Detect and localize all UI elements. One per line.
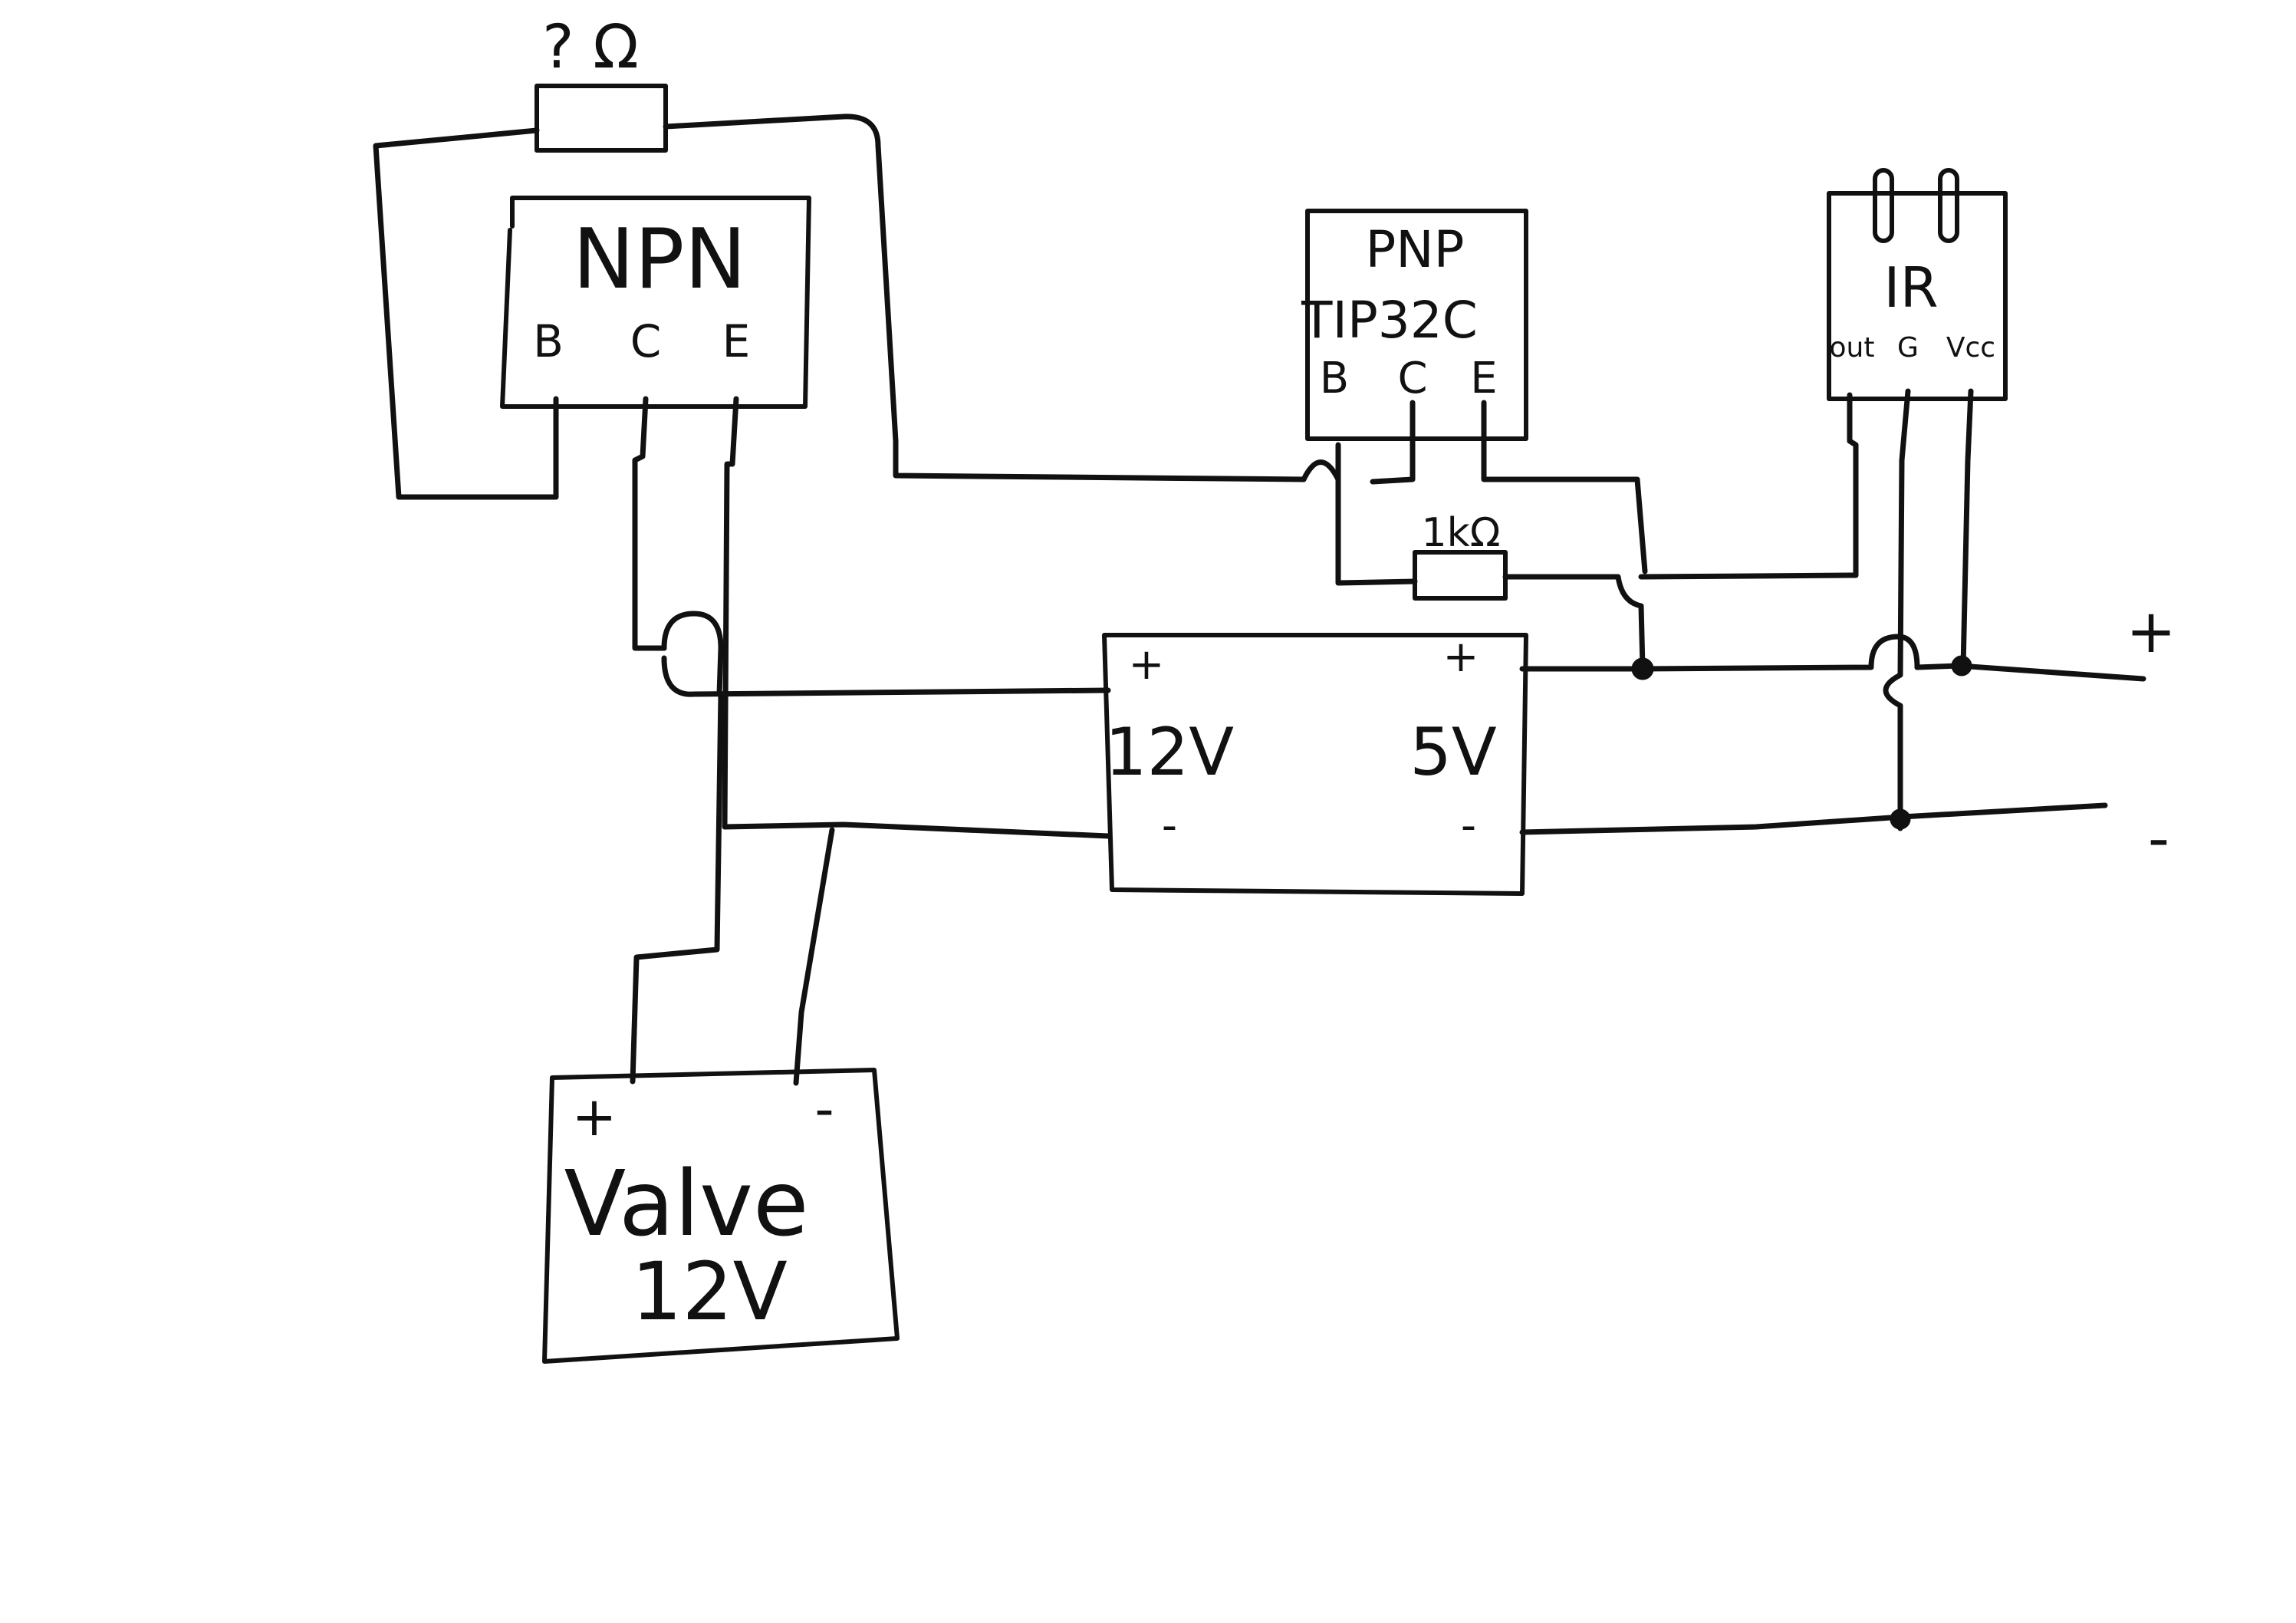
- resistor-unknown: ? Ω: [535, 13, 668, 153]
- npn-pin-e: E: [722, 315, 751, 367]
- pnp-pin-c: C: [1397, 354, 1427, 403]
- valve-minus: -: [814, 1078, 834, 1141]
- valve-label: Valve: [564, 1151, 808, 1256]
- converter-out-plus: +: [1443, 632, 1479, 682]
- ir-lens-left: [1873, 168, 1894, 243]
- npn-label: NPN: [573, 212, 747, 308]
- junction-ir-vcc: [1951, 655, 1972, 677]
- resistor-base-label: 1kΩ: [1422, 510, 1501, 556]
- pnp-label: PNP: [1366, 220, 1465, 279]
- valve-voltage: 12V: [631, 1245, 787, 1338]
- pnp-transistor: PNP TIP32C B C E: [1301, 209, 1528, 441]
- valve-plus: +: [572, 1085, 617, 1148]
- valve: + - Valve 12V: [542, 1068, 900, 1364]
- ir-lens-right: [1938, 168, 1959, 243]
- converter-in-label: 12V: [1105, 714, 1234, 791]
- junction-ir-ground: [1890, 808, 1911, 830]
- ir-receiver: IR out G Vcc: [1827, 168, 2008, 401]
- rail-minus-label: -: [2148, 805, 2169, 874]
- ir-pin-vcc: Vcc: [1946, 332, 1995, 364]
- pnp-pin-e: E: [1470, 354, 1497, 403]
- dc-converter: + 12V - + 5V -: [1102, 632, 1528, 896]
- npn-transistor: NPN B C E: [500, 196, 811, 409]
- wires: [373, 114, 2146, 1086]
- pnp-pin-b: B: [1320, 354, 1349, 403]
- converter-in-plus: +: [1129, 640, 1165, 690]
- npn-pin-b: B: [533, 315, 564, 367]
- resistor-base: 1kΩ: [1413, 510, 1508, 601]
- junction-pnp-emitter: [1631, 657, 1654, 680]
- ir-pin-g: G: [1897, 332, 1919, 364]
- resistor-unknown-label: ? Ω: [542, 13, 639, 82]
- npn-pin-c: C: [630, 315, 662, 367]
- junctions: [1631, 655, 1972, 830]
- ir-label: IR: [1883, 255, 1938, 320]
- converter-out-label: 5V: [1410, 714, 1497, 791]
- rail-plus-label: +: [2126, 598, 2176, 667]
- pnp-part-label: TIP32C: [1301, 291, 1478, 350]
- converter-out-minus: -: [1461, 801, 1476, 851]
- converter-in-minus: -: [1162, 801, 1177, 851]
- ir-pin-out: out: [1830, 332, 1875, 364]
